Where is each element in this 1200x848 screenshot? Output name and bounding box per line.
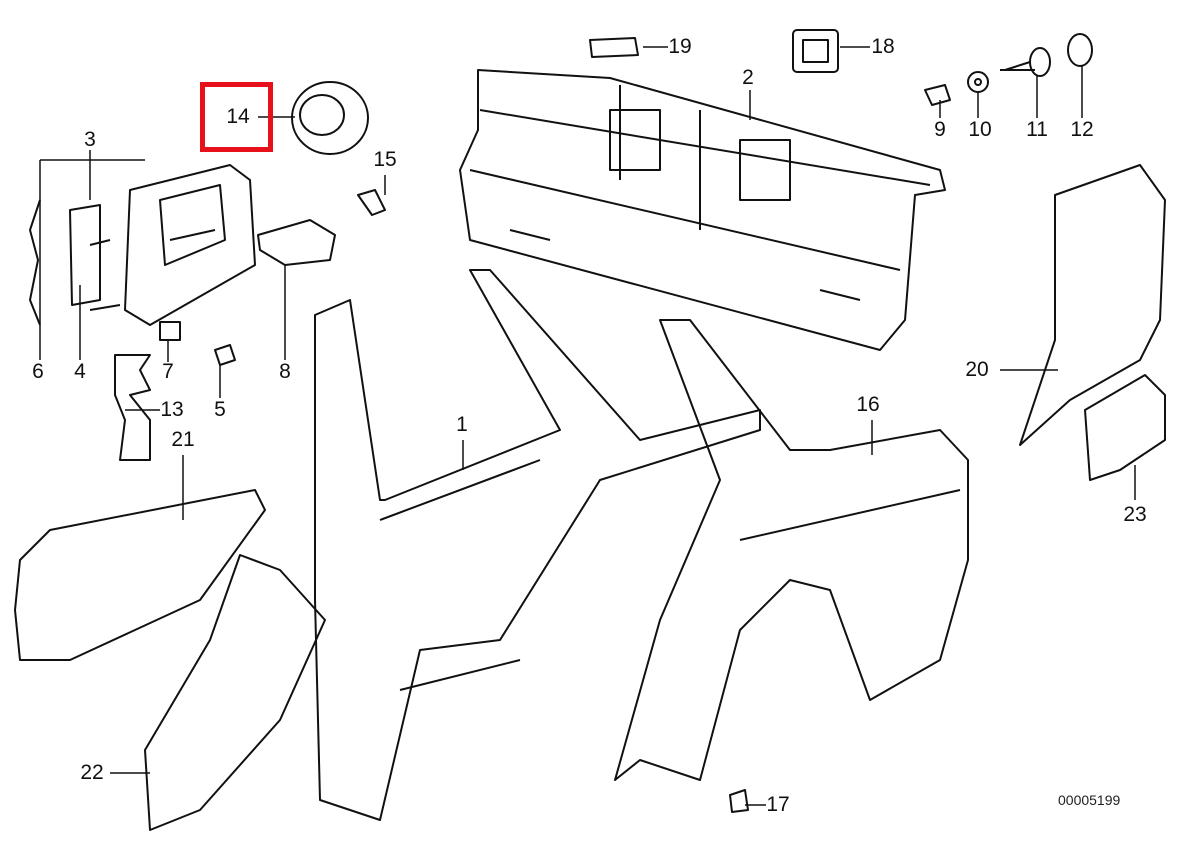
callout-2[interactable]: 2: [742, 66, 754, 89]
highlight-box-part-14: [200, 82, 273, 152]
callout-15[interactable]: 15: [373, 148, 397, 171]
callout-22[interactable]: 22: [80, 761, 104, 784]
callout-10[interactable]: 10: [968, 118, 992, 141]
callout-14[interactable]: 14: [226, 105, 250, 128]
callout-12[interactable]: 12: [1070, 118, 1094, 141]
drawing-number: 00005199: [1058, 792, 1121, 808]
callout-7[interactable]: 7: [162, 360, 174, 383]
callout-8[interactable]: 8: [279, 360, 291, 383]
callout-6[interactable]: 6: [32, 360, 44, 383]
callout-18[interactable]: 18: [871, 35, 895, 58]
callout-20[interactable]: 20: [965, 358, 989, 381]
lower-parts-drawing: [14, 164, 1166, 831]
callout-19[interactable]: 19: [668, 35, 692, 58]
callout-21[interactable]: 21: [171, 428, 195, 451]
callout-3[interactable]: 3: [84, 128, 96, 151]
callout-1[interactable]: 1: [456, 413, 468, 436]
callout-16[interactable]: 16: [856, 393, 880, 416]
callout-4[interactable]: 4: [74, 360, 86, 383]
side-panel-drawing: [314, 269, 969, 821]
callout-5[interactable]: 5: [214, 398, 226, 421]
fuel-filler-housing-drawing: [29, 164, 256, 326]
fuel-cap-drawing: [291, 81, 369, 155]
callout-9[interactable]: 9: [934, 118, 946, 141]
callout-11[interactable]: 11: [1026, 118, 1048, 141]
callout-23[interactable]: 23: [1123, 503, 1147, 526]
callout-17[interactable]: 17: [766, 793, 790, 816]
leader-lines: [39, 46, 1136, 806]
callout-13[interactable]: 13: [160, 398, 184, 421]
rear-panel-drawing: [459, 69, 946, 351]
